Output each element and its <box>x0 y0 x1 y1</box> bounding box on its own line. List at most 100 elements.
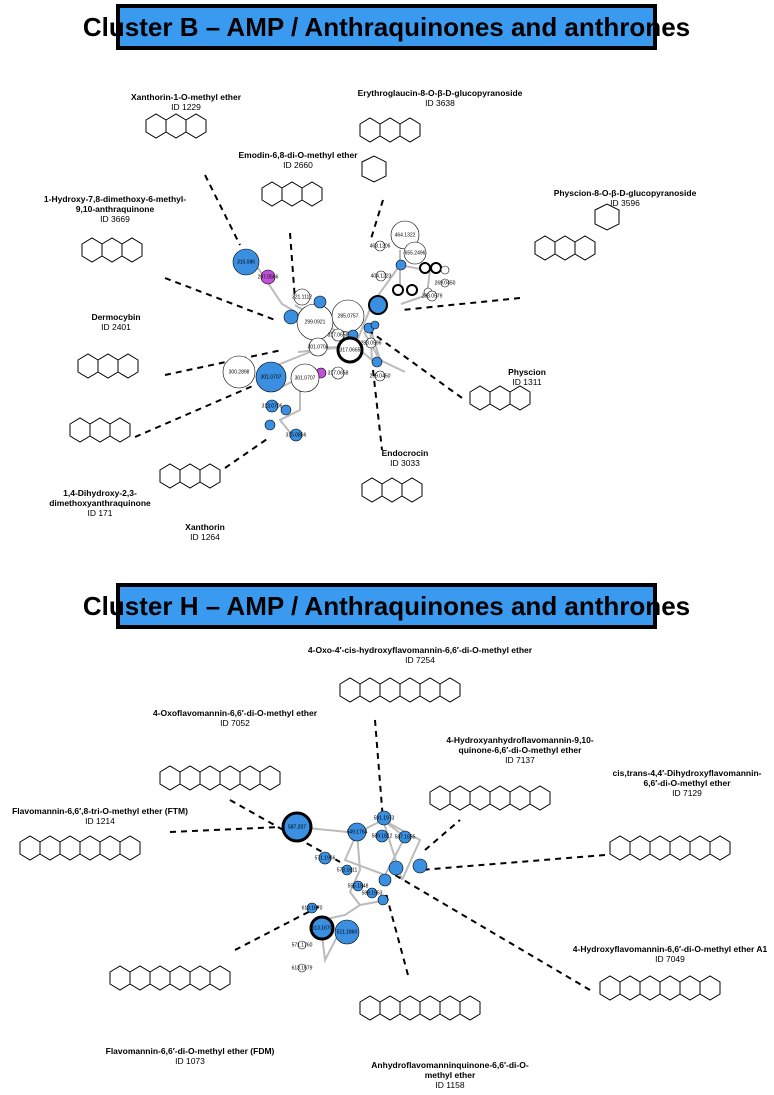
network-node[interactable] <box>306 902 318 914</box>
node-label: 269.0450 <box>370 373 391 379</box>
network-node[interactable] <box>440 265 450 275</box>
network-node[interactable] <box>368 295 388 315</box>
network-node[interactable] <box>352 880 364 892</box>
network-node[interactable] <box>374 370 386 382</box>
network-node[interactable] <box>336 336 364 364</box>
node-label: 549.1764 <box>347 829 368 835</box>
compound-name: Xanthorin-1-O-methyl ether <box>130 92 242 102</box>
network-node[interactable] <box>395 259 407 271</box>
compound-name: Flavomannin-6,6′-di-O-methyl ether (FDM) <box>105 1046 275 1056</box>
network-node[interactable] <box>371 356 383 368</box>
network-node[interactable] <box>331 366 345 380</box>
network-node[interactable] <box>290 363 320 393</box>
network-node[interactable] <box>297 963 307 973</box>
network-node[interactable] <box>260 269 276 285</box>
cluster-b-title: Cluster B – AMP / Anthraquinones and ant… <box>82 11 691 42</box>
compound-id: ID 1264 <box>190 532 220 542</box>
network-node[interactable] <box>378 873 392 887</box>
compound-id: ID 3638 <box>425 98 455 108</box>
network-node[interactable] <box>264 419 276 431</box>
compound-name: 4-Hydroxyflavomannin-6,6′-di-O-methyl et… <box>572 944 768 954</box>
compound-name: Physcion-8-O-β-D-glucopyranoside <box>553 188 697 198</box>
network-node[interactable] <box>297 940 307 950</box>
compound-label: 4-Hydroxyflavomannin-6,6′-di-O-methyl et… <box>570 944 770 964</box>
network-node[interactable] <box>375 270 387 282</box>
network-node[interactable] <box>398 830 412 844</box>
network-node[interactable] <box>430 262 442 274</box>
network-node[interactable] <box>347 822 367 842</box>
structure-xanthorin <box>159 463 221 489</box>
network-node[interactable] <box>222 355 256 389</box>
compound-id: ID 7052 <box>220 718 250 728</box>
network-node[interactable] <box>232 248 260 276</box>
compound-id: ID 3596 <box>610 198 640 208</box>
network-node[interactable] <box>331 328 345 342</box>
compound-name: 1,4-Dihydroxy-2,3-dimethoxyanthraquinone <box>49 488 151 508</box>
network-node[interactable] <box>289 428 303 442</box>
compound-name: Flavomannin-6,6′,8-tri-O-methyl ether (F… <box>12 806 188 816</box>
structure-physcion-glucoside <box>534 203 620 261</box>
network-node[interactable] <box>293 288 311 306</box>
node-label: 283.0596 <box>361 340 382 346</box>
compound-label: 4-Oxoflavomannin-6,6′-di-O-methyl ether … <box>150 708 320 728</box>
structure-xanthorin-methyl-ether <box>145 113 207 139</box>
network-node[interactable] <box>440 278 450 288</box>
compound-id: ID 1073 <box>175 1056 205 1066</box>
network-node[interactable] <box>309 915 335 941</box>
cluster-b-nodes: 315.086 297.0566 321.1112 299.0921 285.0… <box>222 220 456 442</box>
compound-id: ID 1229 <box>171 102 201 112</box>
network-node[interactable] <box>419 262 431 274</box>
network-node[interactable] <box>406 284 418 296</box>
compound-name: 1-Hydroxy-7,8-dimethoxy-6-methyl-9,10-an… <box>43 194 187 214</box>
network-node[interactable] <box>281 811 313 843</box>
network-node[interactable] <box>313 295 327 309</box>
network-node[interactable] <box>365 337 377 349</box>
network-node[interactable] <box>375 829 389 843</box>
network-node[interactable] <box>392 284 404 296</box>
network-node[interactable] <box>426 290 438 302</box>
network-node[interactable] <box>366 887 378 899</box>
node-label: 655.2496 <box>405 250 426 256</box>
network-node[interactable] <box>403 241 427 265</box>
network-node[interactable] <box>412 858 428 874</box>
structure-drawings <box>19 113 731 1021</box>
compound-name: 4-Hydroxyanhydroflavomannin-9,10-quinone… <box>446 735 594 755</box>
network-node[interactable] <box>308 337 328 357</box>
compound-id: ID 3669 <box>100 214 130 224</box>
compound-id: ID 2401 <box>101 322 131 332</box>
compound-name: Emodin-6,8-di-O-methyl ether <box>238 150 358 160</box>
node-label: 301.0707 <box>261 374 282 380</box>
compound-label: Flavomannin-6,6′,8-tri-O-methyl ether (F… <box>0 806 200 826</box>
structure-dihydroxyflavomannin <box>609 835 731 861</box>
network-node[interactable] <box>265 399 279 413</box>
compound-name: Anhydroflavomanninquinone-6,6′-di-O-meth… <box>371 1060 529 1080</box>
structure-oxoflavomannin <box>159 765 281 791</box>
compound-name: Erythroglaucin-8-O-β-D-glucopyranoside <box>357 88 523 98</box>
node-label: 317.0658 <box>328 332 349 338</box>
node-label: 573.1611 <box>337 867 358 873</box>
network-node[interactable] <box>341 864 353 876</box>
cluster-b-banner: Cluster B – AMP / Anthraquinones and ant… <box>83 4 690 50</box>
compound-id: ID 1158 <box>435 1080 465 1090</box>
network-node[interactable] <box>377 894 389 906</box>
compound-id: ID 7129 <box>672 788 702 798</box>
network-node[interactable] <box>376 810 392 826</box>
node-label: 589.1812 <box>372 833 393 839</box>
network-node[interactable] <box>318 851 332 865</box>
network-node[interactable] <box>255 361 287 393</box>
network-node[interactable] <box>280 404 292 416</box>
network-node[interactable] <box>334 919 360 945</box>
network-node[interactable] <box>283 309 299 325</box>
network-node[interactable] <box>331 299 365 333</box>
network-node[interactable] <box>388 860 404 876</box>
node-label: 613.1670 <box>312 925 333 931</box>
network-node[interactable] <box>374 240 386 252</box>
compound-name: 4-Oxo-4′-cis-hydroxyflavomannin-6,6′-di-… <box>307 645 533 655</box>
network-node[interactable] <box>370 320 380 330</box>
structure-anhydroflavomanninquinone <box>359 995 481 1021</box>
node-label: 587.207 <box>288 824 306 830</box>
node-label: 613.1670 <box>302 905 323 911</box>
node-label: 315.0866 <box>286 432 307 438</box>
structure-dermocybin <box>77 353 139 379</box>
